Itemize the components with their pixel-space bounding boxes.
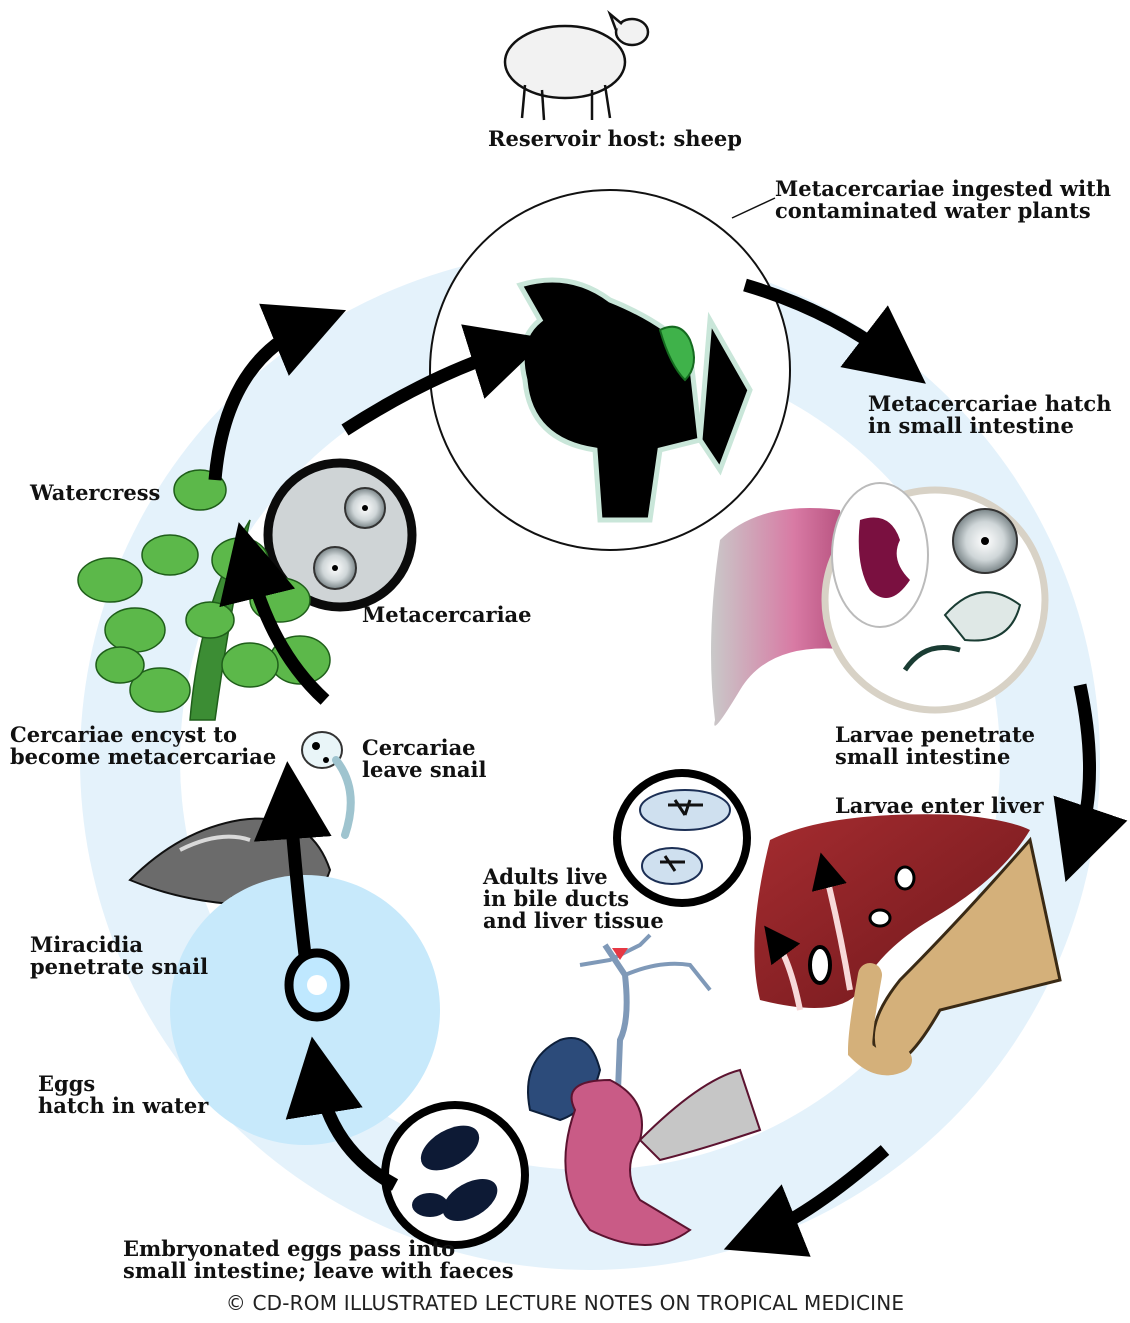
label-cercariae-leave: Cercariae leave snail — [362, 737, 486, 781]
label-adults: Adults live in bile ducts and liver tiss… — [483, 866, 664, 932]
label-embryonated: Embryonated eggs pass into small intesti… — [123, 1238, 514, 1282]
label-larvae-liver: Larvae enter liver — [835, 795, 1044, 817]
label-larvae-penetrate: Larvae penetrate small intestine — [835, 724, 1035, 768]
ingestion-circle — [430, 190, 790, 550]
label-metacercariae: Metacercariae — [362, 604, 532, 626]
label-watercress: Watercress — [30, 482, 160, 504]
label-reservoir-host: Reservoir host: sheep — [488, 128, 742, 150]
copyright-credit: © CD-ROM ILLUSTRATED LECTURE NOTES ON TR… — [0, 1291, 1130, 1315]
label-encyst: Cercariae encyst to become metacercariae — [10, 724, 276, 768]
label-eggs-hatch: Eggs hatch in water — [38, 1073, 208, 1117]
eggs-circle — [385, 1105, 525, 1245]
label-hatch-intestine: Metacercariae hatch in small intestine — [868, 393, 1111, 437]
label-ingested: Metacercariae ingested with contaminated… — [775, 178, 1111, 222]
sheep-illustration — [505, 14, 648, 120]
label-miracidia: Miracidia penetrate snail — [30, 934, 208, 978]
